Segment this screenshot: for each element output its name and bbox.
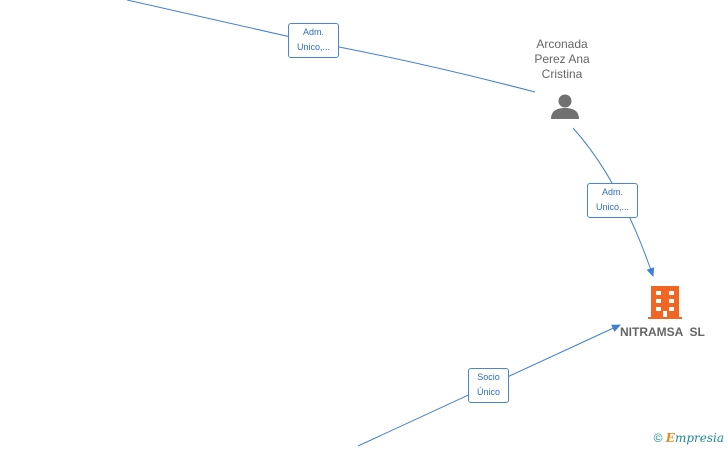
edge-label-bottom[interactable]: Socio Único: [468, 368, 509, 403]
copyright-icon: ©: [653, 431, 663, 445]
person-name[interactable]: Arconada Perez Ana Cristina: [522, 37, 602, 82]
edge-label-right-line-1: Adm.: [601, 187, 623, 197]
edge-label-top[interactable]: Adm. Unico,...: [288, 23, 339, 58]
company-name[interactable]: NITRAMSA SL: [620, 325, 705, 339]
building-icon[interactable]: [648, 286, 682, 319]
watermark: © Empresia: [654, 431, 724, 445]
edge-label-bottom-line-2: Único: [476, 387, 500, 397]
person-name-line-3: Cristina: [541, 67, 583, 81]
brand-logo: Empresia: [665, 431, 724, 445]
edge-label-top-line-2: Unico,...: [296, 42, 330, 52]
person-icon[interactable]: [551, 94, 579, 120]
edge-label-top-line-1: Adm.: [302, 27, 324, 37]
person-name-line-2: Perez Ana: [534, 52, 590, 66]
edge-label-right[interactable]: Adm. Unico,...: [587, 183, 638, 218]
edge-label-right-line-2: Unico,...: [595, 202, 629, 212]
person-name-line-1: Arconada: [536, 37, 588, 51]
edge-label-bottom-line-1: Socio: [477, 372, 500, 382]
